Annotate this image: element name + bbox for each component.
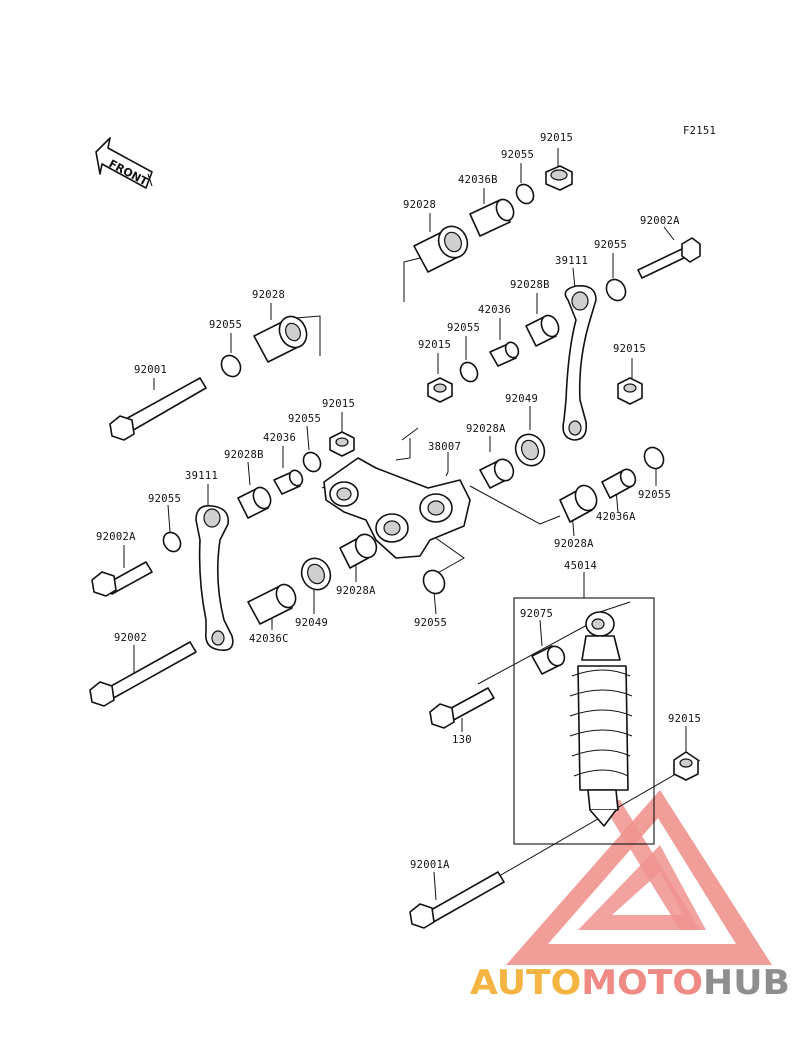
bolt-part (91, 561, 153, 597)
watermark-hub: HUB (703, 963, 790, 1003)
bolt-part (409, 871, 505, 929)
part-label: 92015 (418, 339, 451, 351)
collar-part (531, 645, 566, 675)
parts (89, 165, 701, 929)
collar-part (489, 341, 520, 367)
nut-part (673, 751, 699, 781)
bushing-part (413, 225, 469, 273)
part-label: 92055 (447, 322, 480, 334)
part-label: 92002 (114, 632, 147, 644)
part-label: 42036 (478, 304, 511, 316)
automotohub-logo (506, 790, 772, 965)
part-labels: F2151 92015 92055 42036B 92028 92002A 92… (96, 125, 716, 871)
collar-part (273, 469, 304, 495)
washer-part (605, 278, 627, 302)
part-label: 92015 (668, 713, 701, 725)
part-label: 92028B (510, 279, 550, 291)
bolt-part (637, 237, 701, 279)
bushing-part (525, 314, 560, 347)
washer-part (302, 451, 322, 473)
leader-lines (123, 148, 701, 917)
tie-rod-part (195, 504, 234, 652)
part-label: 39111 (185, 470, 218, 482)
part-label: 38007 (428, 441, 461, 453)
washer-part (459, 361, 479, 383)
part-label: 92055 (501, 149, 534, 161)
part-label: 92015 (540, 132, 573, 144)
part-label: 92055 (594, 239, 627, 251)
rocker-arm-part (323, 457, 471, 559)
part-label: 92055 (288, 413, 321, 425)
washer-part (162, 531, 182, 553)
shock-absorber-frame (513, 597, 655, 845)
part-label: 92055 (638, 489, 671, 501)
part-label: 92075 (520, 608, 553, 620)
collar-part (601, 468, 637, 499)
nut-part (329, 431, 355, 457)
part-label: 39111 (555, 255, 588, 267)
washer-part (220, 354, 242, 378)
part-label: 92055 (148, 493, 181, 505)
front-arrow-icon: FRONT (95, 137, 153, 189)
part-label: 92028 (252, 289, 285, 301)
bolt-part (109, 377, 207, 441)
part-label: 92028A (466, 423, 506, 435)
part-label: 42036C (249, 633, 289, 645)
watermark-auto: AUTO (470, 963, 581, 1003)
part-label: 92001A (410, 859, 450, 871)
nut-part (617, 377, 643, 405)
part-label: 92055 (414, 617, 447, 629)
washer-part (422, 569, 446, 595)
collar-part (469, 198, 515, 237)
nut-part (427, 377, 453, 403)
collar-part (247, 583, 297, 625)
bolt-part (89, 641, 197, 707)
bushing-part (559, 484, 598, 523)
bushing-part (237, 486, 272, 519)
part-label: 92002A (96, 531, 136, 543)
part-label: 42036A (596, 511, 636, 523)
washer-part (515, 183, 535, 205)
part-label: 92049 (295, 617, 328, 629)
part-label: 92055 (209, 319, 242, 331)
washer-part (643, 446, 665, 470)
bushing-part (253, 315, 308, 363)
shock-absorber-part (569, 611, 633, 827)
seal-part (514, 433, 546, 467)
bolt-part (429, 687, 495, 729)
part-label: 42036B (458, 174, 498, 186)
seal-part (300, 557, 332, 591)
tie-rod-part (562, 284, 597, 441)
part-label: 92002A (640, 215, 680, 227)
part-label: 130 (452, 734, 472, 746)
part-label: 92028 (403, 199, 436, 211)
figure-code: F2151 (683, 125, 716, 137)
part-label: 92015 (322, 398, 355, 410)
part-label: 92001 (134, 364, 167, 376)
bushing-part (479, 458, 515, 489)
part-label: 42036 (263, 432, 296, 444)
part-label: 92028B (224, 449, 264, 461)
part-label: 92028A (554, 538, 594, 550)
bushing-part (339, 533, 378, 569)
part-label: 45014 (564, 560, 597, 572)
watermark-moto: MOTO (581, 963, 703, 1003)
part-label: 92028A (336, 585, 376, 597)
nut-part (545, 165, 573, 191)
part-label: 92049 (505, 393, 538, 405)
part-label: 92015 (613, 343, 646, 355)
